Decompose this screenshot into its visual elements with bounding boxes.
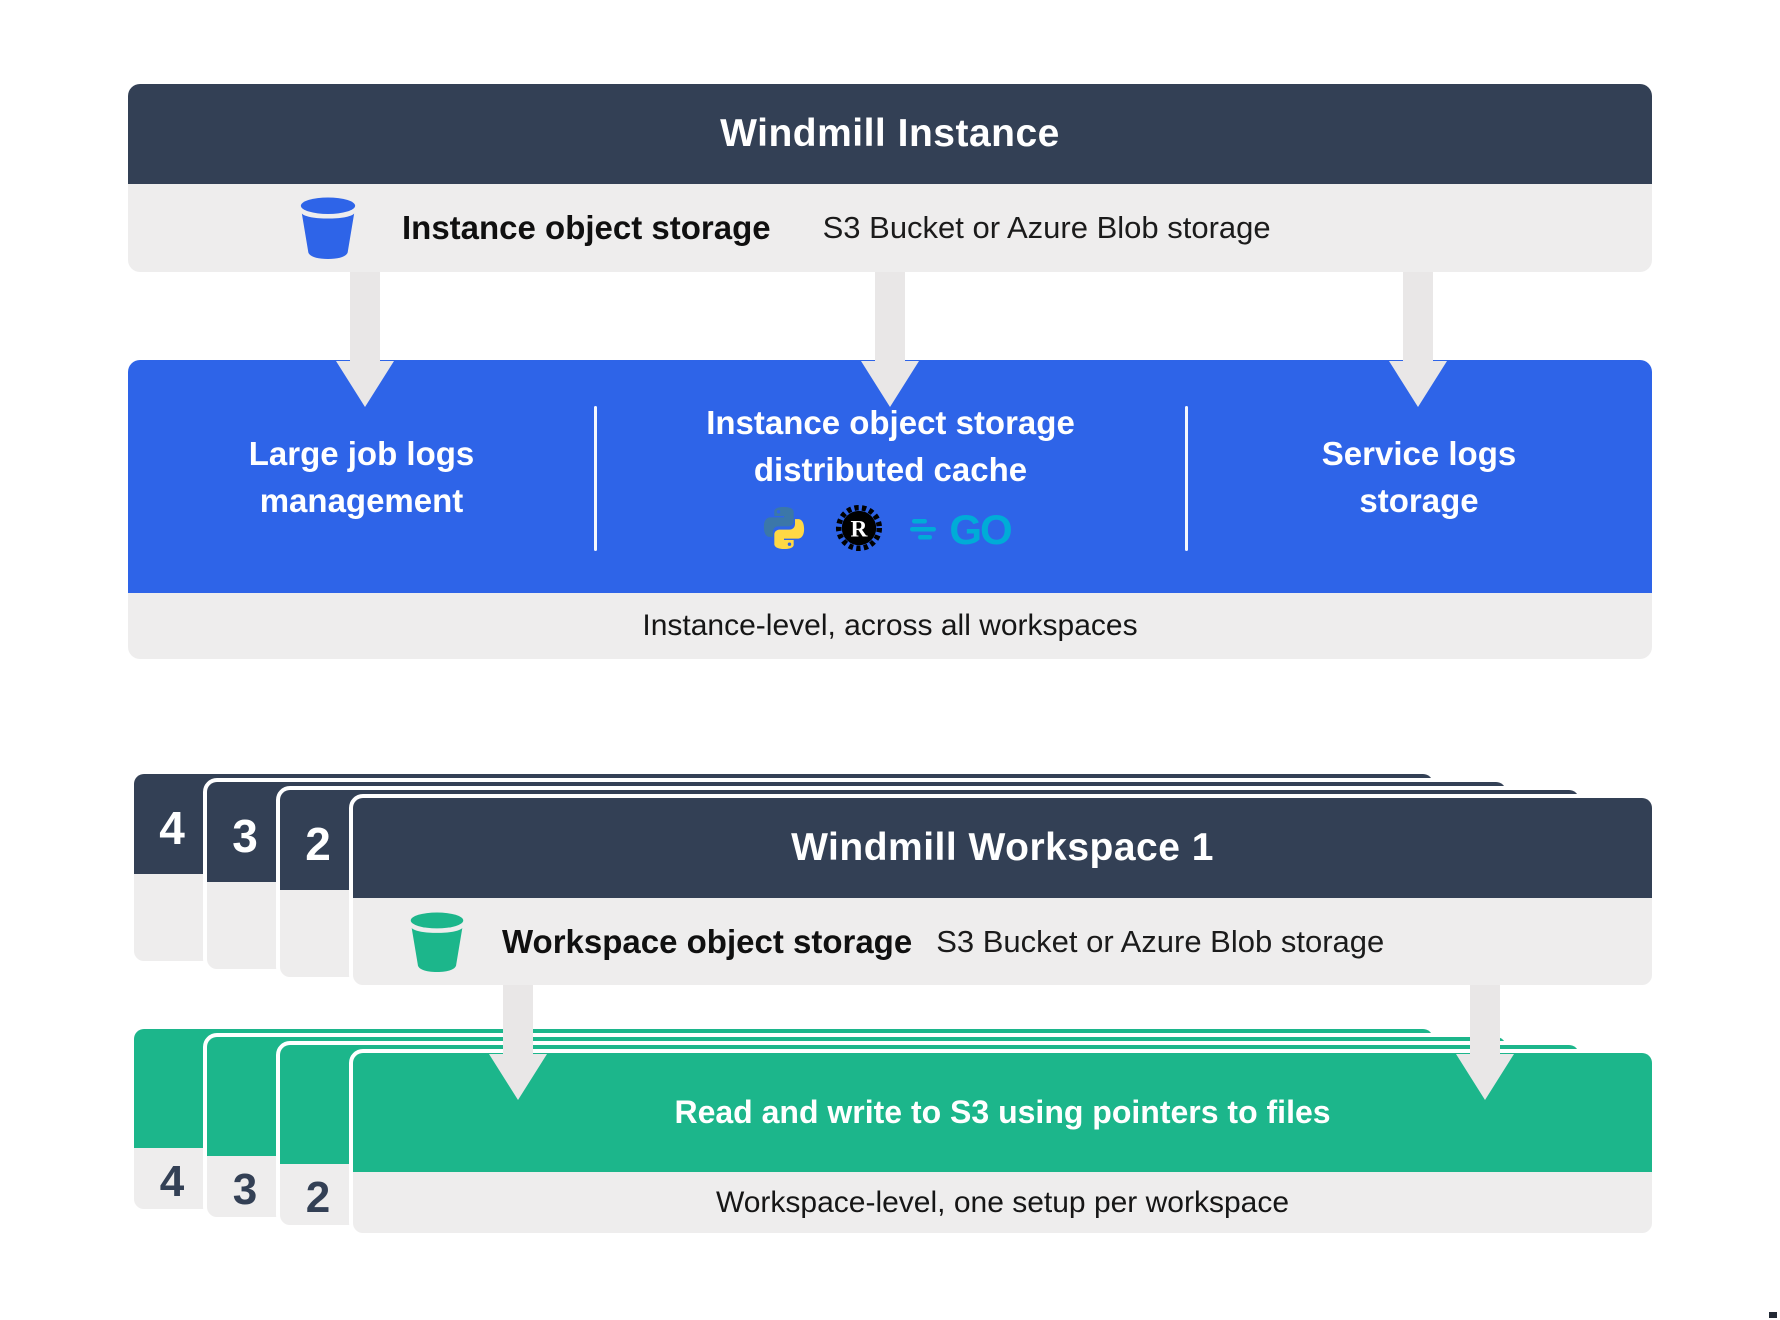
instance-storage-row: Instance object storage S3 Bucket or Azu… [128, 184, 1652, 272]
go-icon: GO [909, 507, 1012, 549]
s3-action-band: Read and write to S3 using pointers to f… [353, 1053, 1652, 1172]
feature-large-job-logs: Large job logs management [128, 360, 595, 593]
workspace-number-badge: 3 [232, 1165, 258, 1214]
instance-storage-label: Instance object storage [402, 209, 771, 246]
workspace-number-badge: 3 [232, 810, 258, 862]
workspace-title: Windmill Workspace 1 [791, 826, 1214, 869]
feature-service-logs: Service logs storage [1186, 360, 1652, 593]
feature-line: Instance object storage [706, 404, 1075, 441]
workspace-number-badge: 2 [305, 1173, 331, 1222]
instance-storage-detail: S3 Bucket or Azure Blob storage [822, 210, 1271, 245]
s3-action-text: Read and write to S3 using pointers to f… [674, 1094, 1331, 1130]
workspace-card-1: Windmill Workspace 1 Workspace object st… [349, 794, 1656, 989]
svg-text:GO: GO [949, 507, 1011, 549]
feature-line: storage [1359, 481, 1479, 519]
bucket-icon [410, 911, 464, 972]
workspace-storage-detail: S3 Bucket or Azure Blob storage [936, 923, 1385, 959]
instance-features-box: Large job logs management Instance objec… [128, 360, 1652, 593]
workspace-number-badge: 4 [159, 802, 185, 854]
bucket-icon [300, 197, 356, 259]
workspace-card-header: Windmill Workspace 1 [353, 798, 1652, 898]
feature-line: Service logs [1321, 434, 1517, 472]
workspace-scope-bar: Workspace-level, one setup per workspace [715, 1185, 1290, 1219]
workspace-storage-label: Workspace object storage [502, 922, 913, 960]
workspace-storage-row: Workspace object storage S3 Bucket or Az… [353, 898, 1652, 985]
rust-icon: R [835, 504, 882, 552]
feature-line: management [259, 481, 464, 519]
workspace-number-badge: 4 [159, 1157, 185, 1206]
workspace-number-badge: 2 [305, 818, 331, 870]
python-icon [763, 507, 804, 549]
feature-line: distributed cache [753, 451, 1028, 488]
feature-distributed-cache: Instance object storage distributed cach… [595, 360, 1186, 593]
language-icons-row: R GO [760, 502, 1022, 554]
instance-scope-bar: Instance-level, across all workspaces [128, 593, 1652, 659]
workspace-s3-card-1: Read and write to S3 using pointers to f… [349, 1049, 1656, 1237]
feature-line: Large job logs [248, 434, 475, 472]
column-divider [594, 406, 597, 551]
corner-artifact [1769, 1312, 1777, 1318]
instance-title: Windmill Instance [720, 112, 1060, 155]
column-divider [1185, 406, 1188, 551]
instance-card-header: Windmill Instance [128, 84, 1652, 184]
svg-text:R: R [850, 517, 868, 543]
